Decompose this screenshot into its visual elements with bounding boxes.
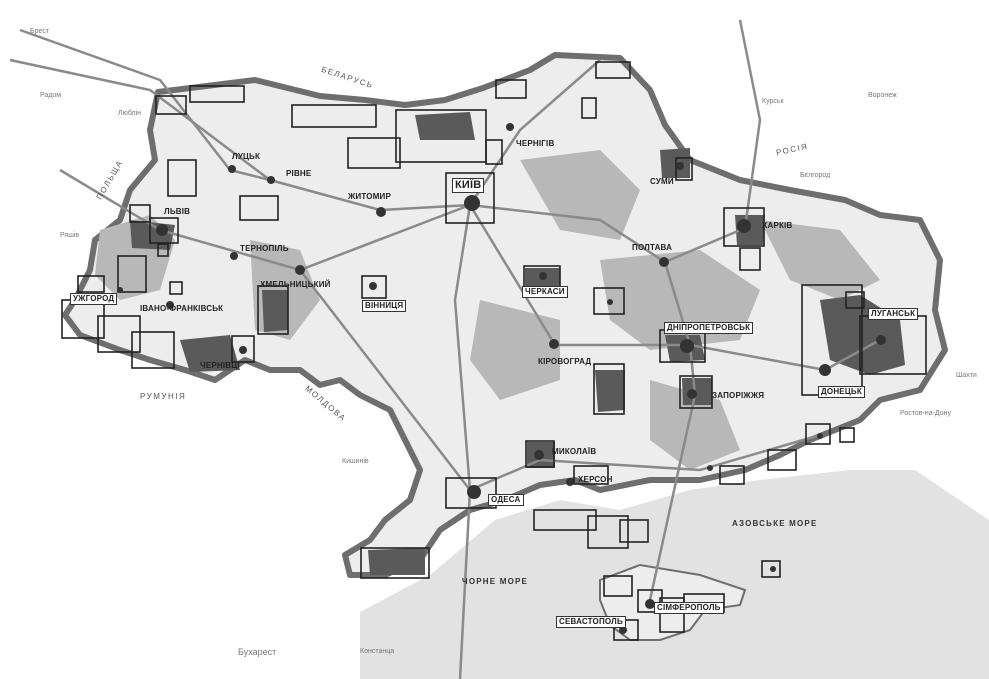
city-label-sumy[interactable]: СУМИ [650,177,674,186]
city-label-chernivtsi[interactable]: ЧЕРНІВЦІ [200,361,240,370]
place-rostov[interactable]: Ростов-на-Дону [900,410,951,417]
place-kursk[interactable]: Курськ [762,98,784,105]
city-label-rivne[interactable]: РІВНЕ [286,169,312,178]
city-label-zhytomyr[interactable]: ЖИТОМИР [348,192,392,201]
place-bucharest[interactable]: Бухарест [238,647,277,657]
city-label-kirovohrad[interactable]: КІРОВОГРАД [538,357,592,366]
place-constanta[interactable]: Констанца [360,648,395,655]
city-label-kharkiv[interactable]: ХАРКІВ [762,221,793,230]
country-label-romania: РУМУНІЯ [140,392,187,401]
city-label-khmelnytskyi[interactable]: ХМЕЛЬНИЦЬКИЙ [260,280,331,289]
city-label-sevastopol[interactable]: СЕВАСТОПОЛЬ [556,616,626,628]
place-shakhty[interactable]: Шахти [956,372,977,379]
place-rzeszow[interactable]: Ряшів [60,232,80,239]
city-label-chernihiv[interactable]: ЧЕРНІГІВ [516,139,555,148]
city-label-kyiv[interactable]: КИЇВ [452,178,485,193]
city-label-uzhhorod[interactable]: УЖГОРОД [70,293,118,305]
place-lublin[interactable]: Люблін [118,110,142,117]
place-brest[interactable]: Брест [30,28,50,35]
sea-label-azov: АЗОВСЬКЕ МОРЕ [732,519,818,528]
city-label-luhansk[interactable]: ЛУГАНСЬК [868,308,919,320]
place-voronezh[interactable]: Воронеж [868,92,897,99]
city-label-donetsk[interactable]: ДОНЕЦЬК [818,386,865,398]
place-chisinau[interactable]: Кишинів [342,458,369,465]
city-label-cherkasy[interactable]: ЧЕРКАСИ [522,286,568,298]
city-label-lviv[interactable]: ЛЬВІВ [164,207,191,216]
city-dots [117,123,886,634]
city-label-zaporizhzhia[interactable]: ЗАПОРІЖЖЯ [712,391,765,400]
city-label-kherson[interactable]: ХЕРСОН [578,475,613,484]
place-radom[interactable]: Радом [40,92,62,99]
area-frames [61,61,927,641]
city-label-mykolaiv[interactable]: МИКОЛАЇВ [552,447,597,456]
main-roads [9,19,881,679]
city-label-dnipropetrovsk[interactable]: ДНІПРОПЕТРОВСЬК [664,322,754,334]
place-belgorod[interactable]: Бєлгород [800,172,831,179]
city-label-simferopol[interactable]: СІМФЕРОПОЛЬ [654,602,724,614]
city-label-poltava[interactable]: ПОЛТАВА [632,243,673,252]
city-label-odesa[interactable]: ОДЕСА [488,494,524,506]
sea-label-black: ЧОРНЕ МОРЕ [462,577,529,586]
city-label-ivano-frankivsk[interactable]: ІВАНО-ФРАНКІВСЬК [140,304,224,313]
city-label-lutsk[interactable]: ЛУЦЬК [232,152,261,161]
city-label-ternopil[interactable]: ТЕРНОПІЛЬ [240,244,289,253]
city-label-vinnytsia[interactable]: ВІННИЦЯ [362,300,407,312]
